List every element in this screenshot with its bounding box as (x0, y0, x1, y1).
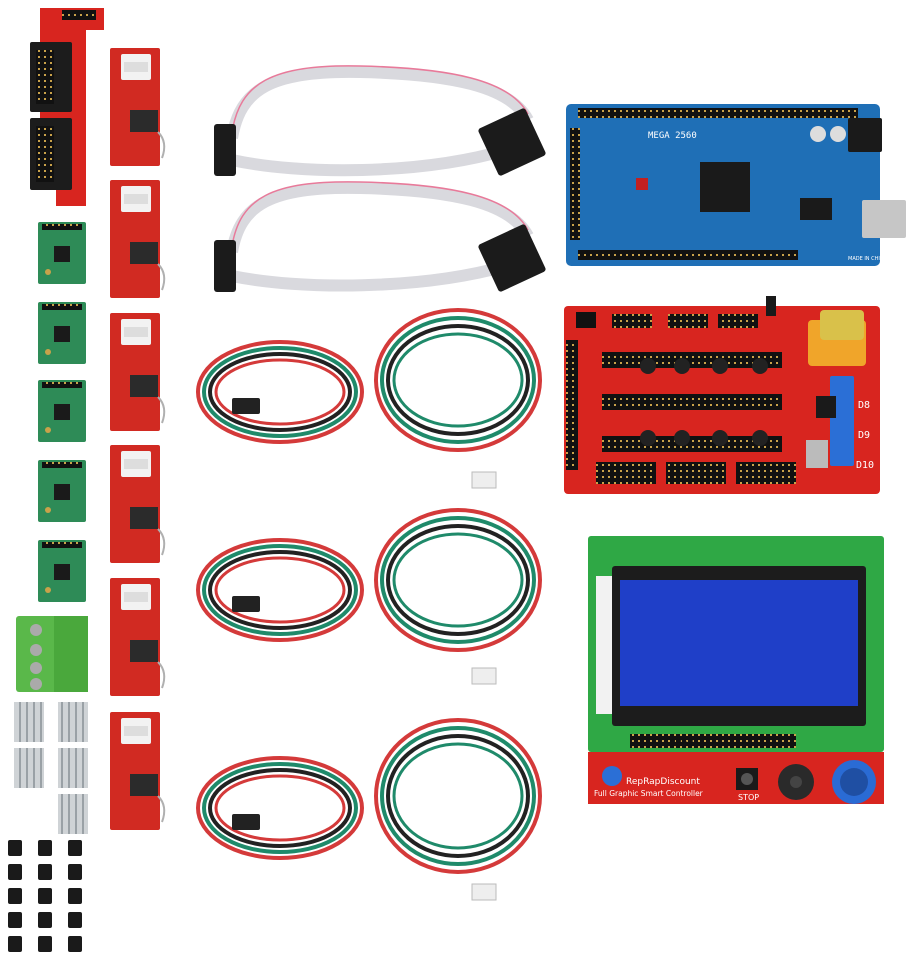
jumpers (8, 840, 82, 952)
endstop-switches (110, 48, 166, 830)
heatsink-icon (14, 748, 44, 788)
stepper-driver-icon (38, 380, 86, 442)
lcd-adapter-board (30, 8, 104, 206)
heatsinks (14, 702, 88, 834)
heatsink-icon (58, 794, 88, 834)
stepper-driver-icon (38, 460, 86, 522)
ribbon-cables (214, 65, 546, 292)
motor-cable-icon (196, 340, 364, 444)
endstop-switch-icon (110, 313, 166, 431)
lcd-subtitle-label: Full Graphic Smart Controller (594, 789, 704, 798)
mega-board-label: MEGA 2560 (648, 131, 697, 141)
jumper-icon (68, 936, 82, 952)
motor-cable-icon (374, 308, 542, 489)
heatsink-icon (58, 748, 88, 788)
jumper-icon (8, 864, 22, 880)
jumper-icon (38, 888, 52, 904)
heatsink-icon (58, 702, 88, 742)
endstop-switch-icon (110, 445, 166, 563)
stepper-driver-icon (38, 222, 86, 284)
ramps-d10-label: D10 (856, 460, 874, 471)
stepper-driver-icon (38, 302, 86, 364)
motor-cable-icon (196, 538, 364, 642)
jumper-icon (68, 888, 82, 904)
jumper-icon (38, 936, 52, 952)
jumper-icon (8, 912, 22, 928)
endstop-switch-icon (110, 578, 166, 696)
ramps-d9-label: D9 (858, 430, 870, 441)
lcd-brand-label: RepRapDiscount (626, 777, 700, 787)
lcd-controller-board: 12864 RepRapDiscount Full Graphic Smart … (588, 536, 884, 804)
jumper-icon (68, 912, 82, 928)
endstop-switch-icon (110, 180, 166, 298)
ramps-board: D8 D9 D10 (564, 296, 880, 494)
jumper-icon (38, 840, 52, 856)
jumper-icon (8, 888, 22, 904)
stop-label: STOP (738, 793, 759, 802)
jumper-icon (8, 840, 22, 856)
stepper-driver-icon (38, 540, 86, 602)
mega-made-in-label: MADE IN CHINA (848, 256, 888, 262)
lcd-model-label: 12864 (664, 738, 694, 749)
stepper-drivers (38, 222, 86, 602)
jumper-icon (68, 864, 82, 880)
ribbon-cable-icon (214, 181, 546, 292)
endstop-switch-icon (110, 48, 166, 166)
jumper-icon (68, 840, 82, 856)
jumper-icon (38, 864, 52, 880)
motor-cable-icon (374, 718, 542, 901)
ribbon-cable-icon (214, 65, 546, 177)
power-terminal-block (16, 616, 88, 692)
motor-cable-icon (374, 508, 542, 685)
ramps-d8-label: D8 (858, 400, 870, 411)
jumper-icon (38, 912, 52, 928)
endstop-switch-icon (110, 712, 166, 830)
jumper-icon (8, 936, 22, 952)
heatsink-icon (14, 702, 44, 742)
mega-2560-board: MEGA 2560 MADE IN CHINA (566, 104, 906, 266)
motor-cables (196, 308, 542, 901)
motor-cable-icon (196, 756, 364, 860)
